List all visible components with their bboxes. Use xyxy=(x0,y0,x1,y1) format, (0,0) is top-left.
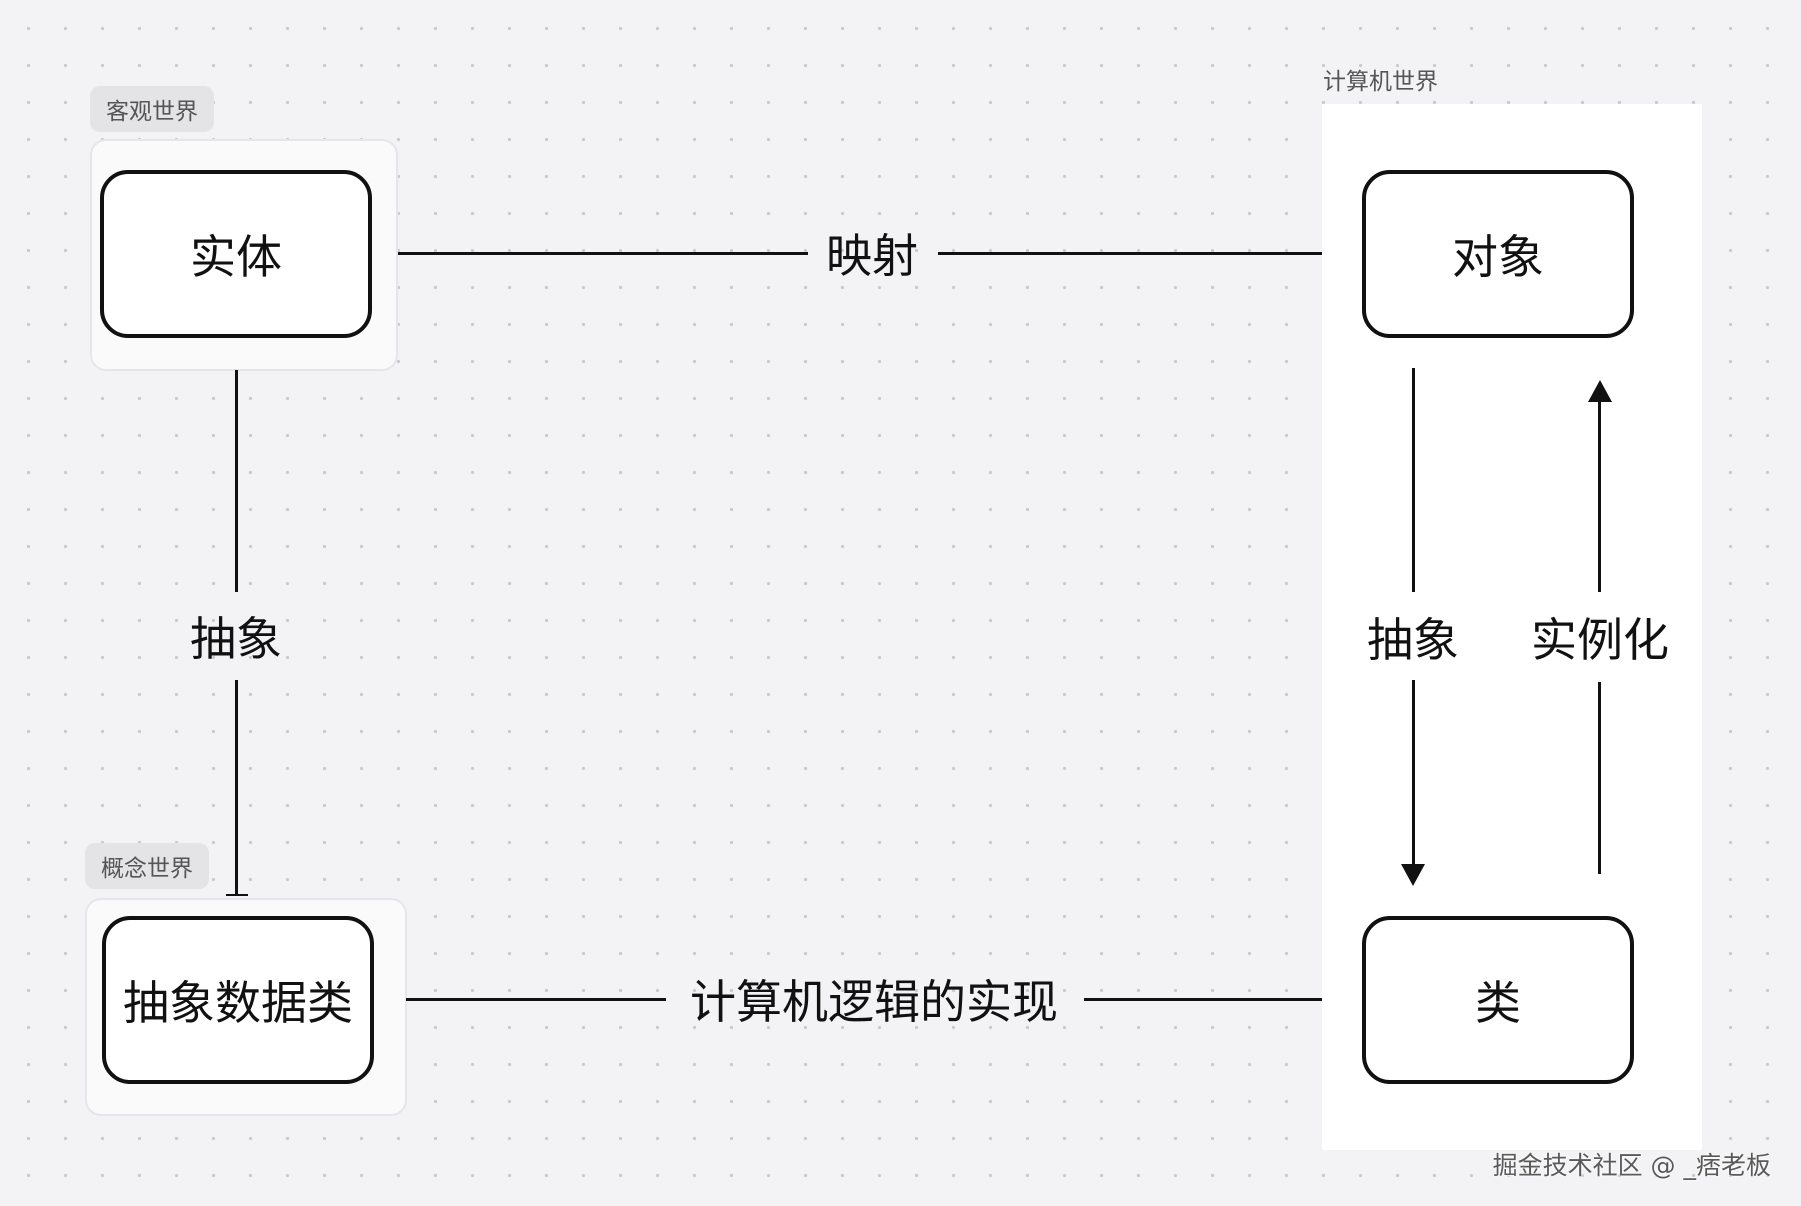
implementation-edge-right[interactable] xyxy=(1084,998,1322,1001)
class-node-label: 类 xyxy=(1475,976,1521,1030)
class-to-object-edge-top[interactable] xyxy=(1598,400,1601,592)
abstract-data-class-node[interactable]: 抽象数据类 xyxy=(102,916,374,1084)
object-node-label: 对象 xyxy=(1452,230,1544,284)
class-to-object-edge-label: 实例化 xyxy=(1531,613,1669,667)
class-node[interactable]: 类 xyxy=(1362,916,1634,1084)
mapping-edge-label: 映射 xyxy=(826,229,918,283)
entity-node[interactable]: 实体 xyxy=(100,170,372,338)
entity-node-label: 实体 xyxy=(190,230,282,284)
concept-world-tag: 概念世界 xyxy=(85,843,209,889)
implementation-edge-label: 计算机逻辑的实现 xyxy=(690,975,1058,1029)
object-to-class-edge-top[interactable] xyxy=(1412,368,1415,592)
class-to-object-arrowhead xyxy=(1588,380,1612,402)
abstraction-edge-label: 抽象 xyxy=(190,612,282,666)
abstract-data-class-node-label: 抽象数据类 xyxy=(123,976,353,1030)
object-node[interactable]: 对象 xyxy=(1362,170,1634,338)
mapping-edge-right[interactable] xyxy=(938,252,1322,255)
computer-world-label: 计算机世界 xyxy=(1323,69,1438,95)
object-to-class-edge-label: 抽象 xyxy=(1367,613,1459,667)
abstraction-edge-top[interactable] xyxy=(235,370,238,592)
objective-world-tag: 客观世界 xyxy=(90,86,214,132)
implementation-edge-left[interactable] xyxy=(406,998,666,1001)
class-to-object-edge-bottom[interactable] xyxy=(1598,682,1601,874)
object-to-class-arrowhead xyxy=(1401,864,1425,886)
watermark: 掘金技术社区 @ _痞老板 xyxy=(1492,1151,1771,1180)
object-to-class-edge-bottom[interactable] xyxy=(1412,680,1415,866)
abstraction-edge-bottom[interactable] xyxy=(235,680,238,896)
mapping-edge-left[interactable] xyxy=(398,252,808,255)
abstraction-edge-end-tick xyxy=(226,894,248,896)
